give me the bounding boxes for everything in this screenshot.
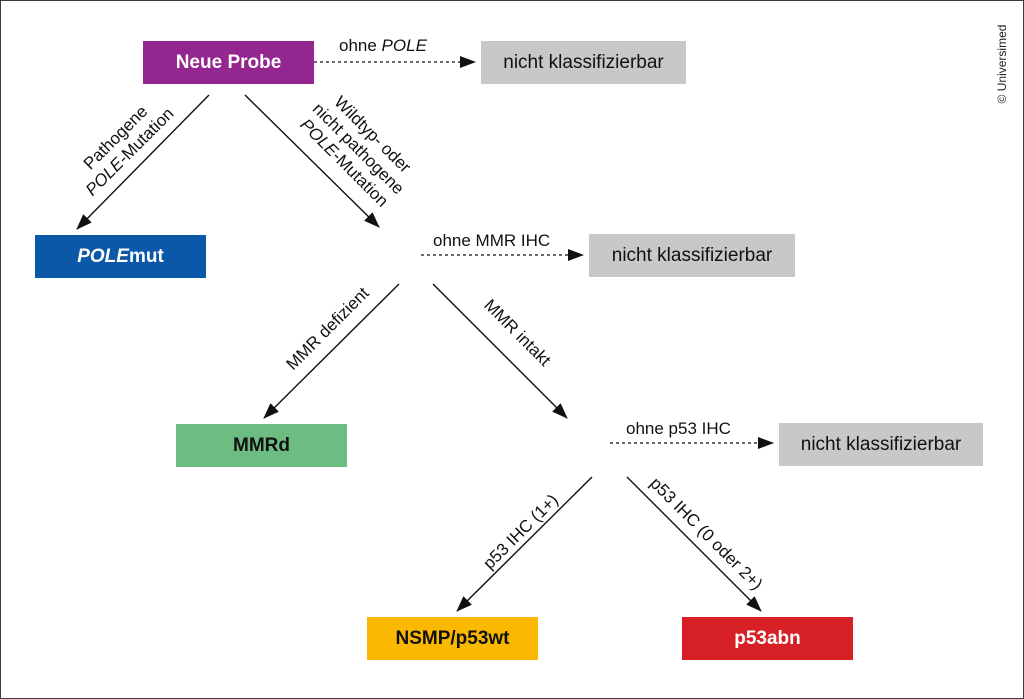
polemut-italic: POLE xyxy=(77,245,129,267)
arrow-p53-1plus xyxy=(456,476,593,612)
arrow-wildtyp xyxy=(244,94,380,228)
arrow-mmr-intakt xyxy=(432,283,568,419)
arrow-mmr-defizient xyxy=(263,283,400,419)
node-mmrd: MMRd xyxy=(176,424,347,467)
label-ohne-pole: ohne POLE xyxy=(339,36,427,56)
label-ohne-pole-italic: POLE xyxy=(381,36,427,55)
arrow-p53-0-2plus xyxy=(626,476,762,612)
polemut-rest: mut xyxy=(128,245,164,267)
node-neue-probe: Neue Probe xyxy=(143,41,314,84)
label-ohne-mmr-ihc: ohne MMR IHC xyxy=(433,231,551,250)
node-nsmp-p53wt: NSMP/p53wt xyxy=(367,617,538,660)
node-nicht-klassifizierbar-1: nicht klassifizierbar xyxy=(481,41,686,84)
label-ohne-pole-prefix: ohne xyxy=(339,36,382,55)
node-nicht-klassifizierbar-2: nicht klassifizierbar xyxy=(589,234,795,277)
label-ohne-p53-ihc: ohne p53 IHC xyxy=(626,419,731,438)
arrow-pathogene xyxy=(76,94,210,230)
node-p53abn: p53abn xyxy=(682,617,853,660)
node-nicht-klassifizierbar-3: nicht klassifizierbar xyxy=(779,423,983,466)
copyright-label: © Universimed xyxy=(995,24,1009,104)
